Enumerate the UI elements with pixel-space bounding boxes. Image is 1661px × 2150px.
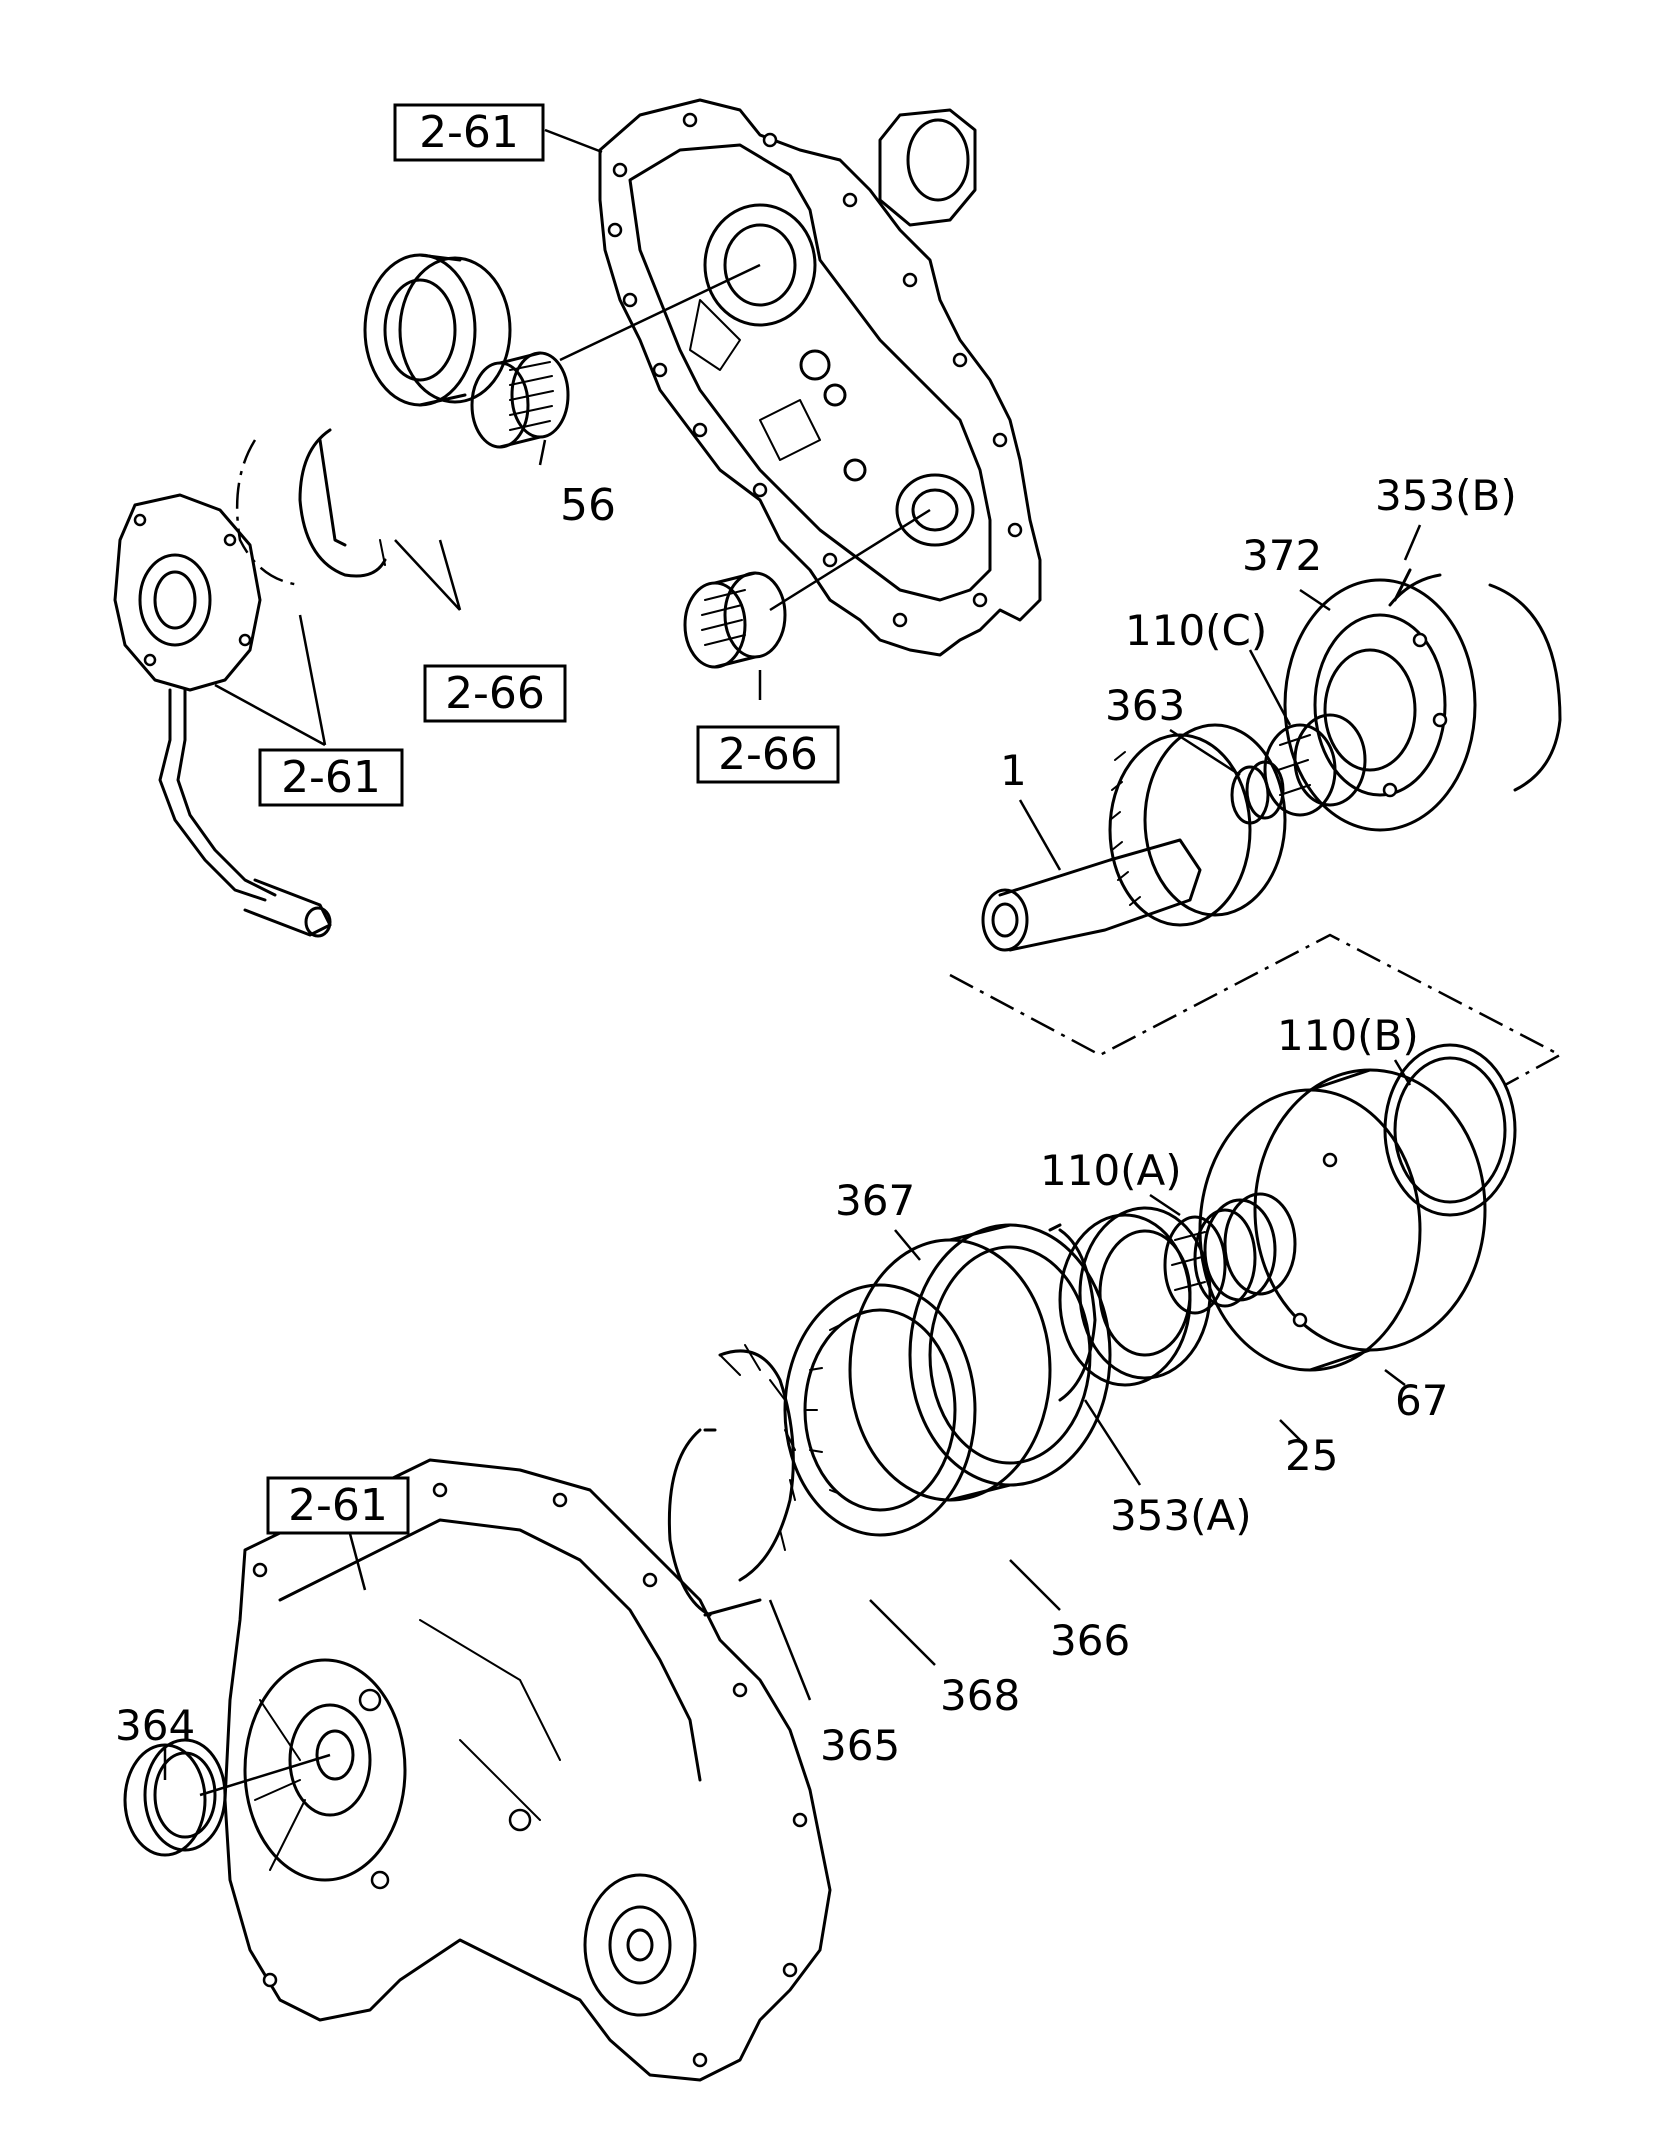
assembly-frame: [949, 933, 1563, 1087]
label-363: 363: [1105, 681, 1185, 730]
leader-110c: [1248, 649, 1292, 726]
spring-368: [718, 1344, 796, 1582]
label-1: 1: [1000, 746, 1027, 795]
label-368: 368: [940, 1671, 1020, 1720]
label-ref-bearing-b: 2-66: [718, 729, 818, 780]
ref-box-left: [258, 748, 404, 807]
leader-56: [538, 439, 547, 466]
ring-110b: [1383, 1043, 1517, 1217]
leader-365: [768, 1599, 812, 1701]
leader-363: [1169, 728, 1241, 777]
leader-25: [1279, 1419, 1301, 1441]
needle-bearing: [683, 571, 787, 669]
output-shaft: [981, 723, 1287, 952]
label-365: 365: [820, 1721, 900, 1770]
seal-364: [123, 1738, 227, 1857]
drum-367: [848, 1223, 1112, 1502]
snap-ring-365: [667, 1428, 762, 1617]
bearing-110c: [1263, 713, 1367, 817]
transfer-case-cover: [598, 98, 1042, 657]
label-353b: 353(B): [1375, 471, 1517, 520]
axis-line-1: [559, 263, 761, 362]
label-67: 67: [1395, 1376, 1448, 1425]
label-364: 364: [115, 1701, 195, 1750]
leader-2-61-left: [214, 614, 327, 747]
leader-353a: [1083, 1399, 1142, 1486]
leader-1: [1018, 799, 1062, 871]
snap-ring-353b: [1388, 568, 1562, 792]
label-ref-bearing-a: 2-66: [445, 668, 545, 719]
bearing-110a: [1163, 1208, 1257, 1315]
carrier-67: [1198, 1068, 1487, 1372]
leader-366: [1009, 1559, 1061, 1611]
label-ref-left: 2-61: [281, 752, 381, 803]
leader-368: [869, 1599, 936, 1666]
label-110a: 110(A): [1040, 1146, 1182, 1195]
label-366: 366: [1050, 1616, 1130, 1665]
axis-line-2: [769, 508, 931, 612]
label-25: 25: [1285, 1431, 1338, 1480]
label-110c: 110(C): [1125, 606, 1267, 655]
leader-367: [894, 1229, 921, 1261]
retaining-ring-left: [235, 428, 387, 587]
snap-ring-353a: [1048, 1223, 1097, 1402]
leader-372: [1299, 588, 1331, 612]
label-56: 56: [560, 480, 616, 531]
ref-box-bottom: [266, 1476, 410, 1535]
leader-2-61-top: [544, 128, 603, 154]
label-ref-bottom: 2-61: [288, 1480, 388, 1531]
label-367: 367: [835, 1176, 915, 1225]
label-ref-top: 2-61: [419, 107, 519, 158]
ref-box-top: [393, 103, 545, 162]
axis-line-3: [199, 1753, 331, 1797]
labels: 2-61 2-61 2-61 2-66 2-66 56 353(B) 372 1…: [115, 103, 1517, 1770]
label-353a: 353(A): [1110, 1491, 1252, 1540]
label-110b: 110(B): [1277, 1011, 1419, 1060]
transfer-case-main: [223, 1458, 832, 2082]
leader-353b: [1403, 524, 1422, 561]
leader-2-66-a: [394, 539, 462, 611]
pump-housing: [113, 493, 332, 938]
sleeve-56: [470, 351, 570, 449]
ref-box-bearing-a: [423, 664, 567, 723]
leader-110b: [1393, 1059, 1412, 1086]
clutch-hub-366: [783, 1283, 977, 1537]
leader-67: [1384, 1369, 1406, 1386]
ring-363: [1230, 760, 1285, 825]
bearing-top: [363, 253, 512, 407]
ref-box-bearing-b: [696, 725, 840, 784]
bearing-25: [1058, 1206, 1212, 1387]
label-372: 372: [1242, 531, 1322, 580]
sprocket-372: [1283, 578, 1477, 832]
leader-110a: [1149, 1193, 1181, 1217]
